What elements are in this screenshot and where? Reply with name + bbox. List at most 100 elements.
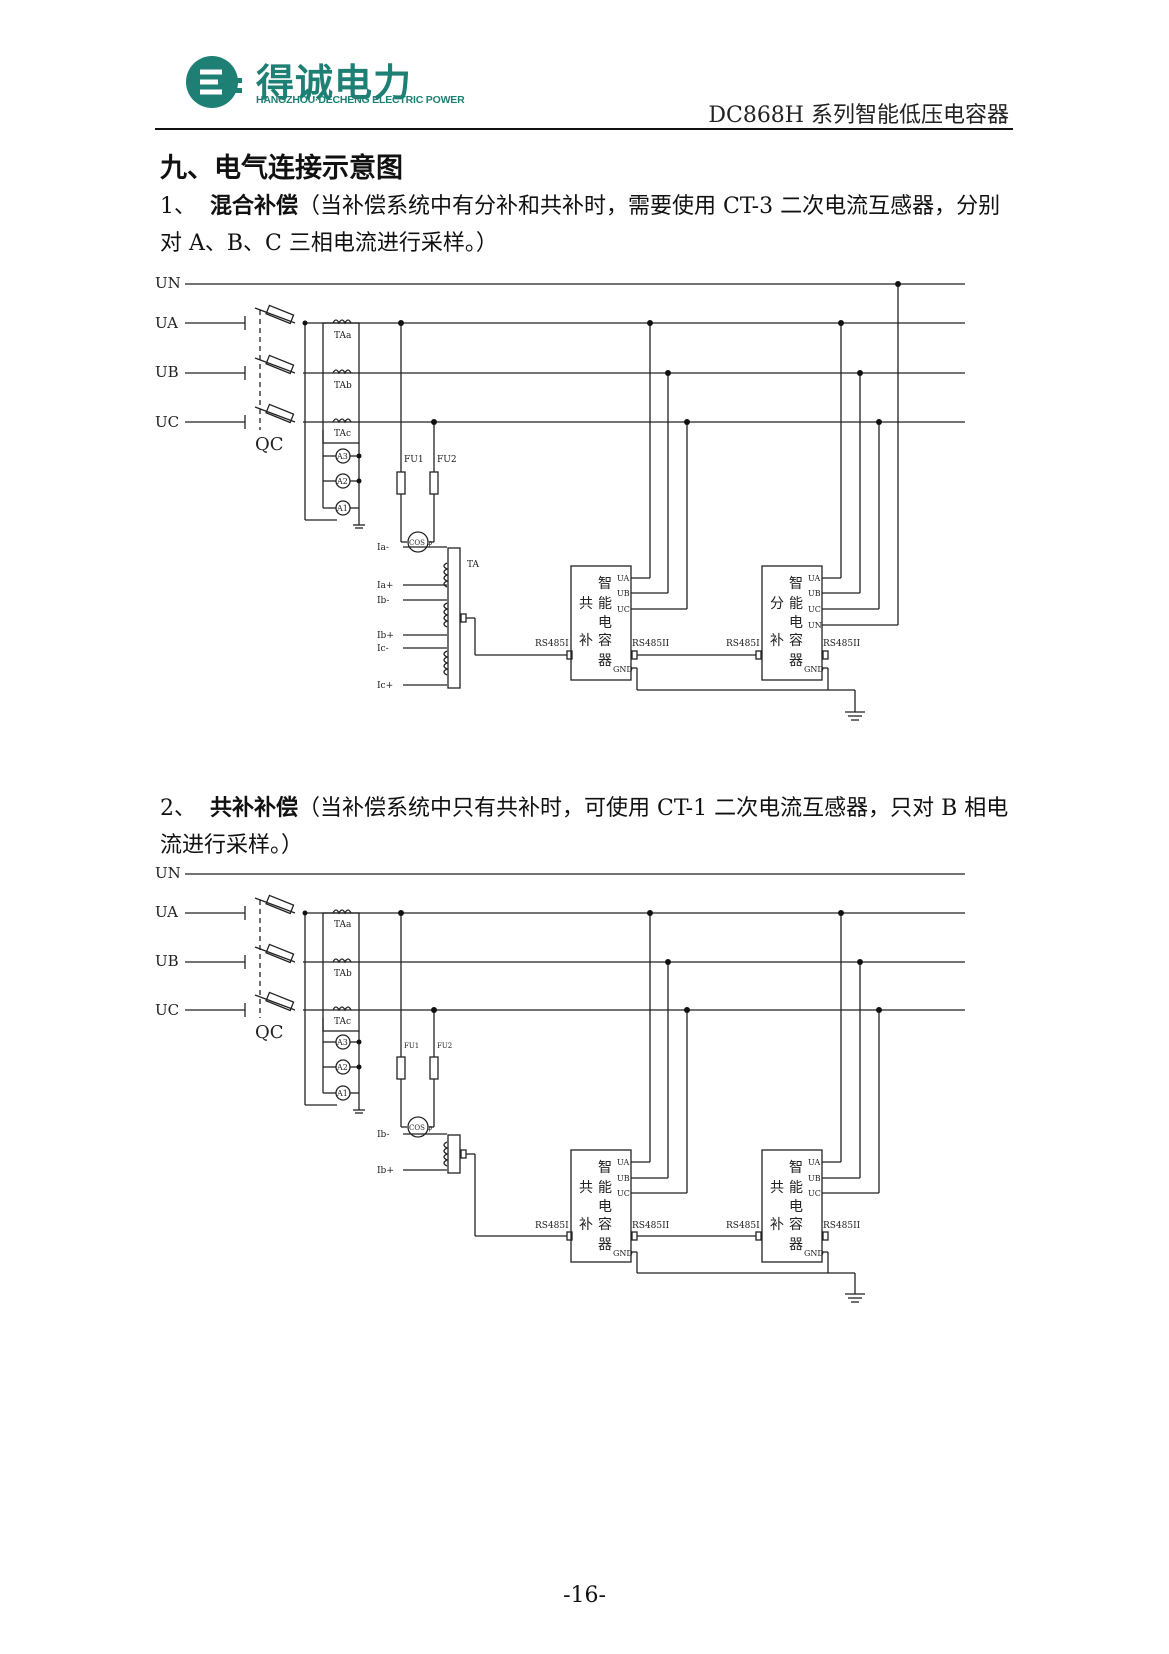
label-gnd-2: GND <box>804 665 824 674</box>
device2-char: 补 <box>770 633 784 649</box>
term-ub-2: UB <box>808 589 821 598</box>
label-ib-minus: Ib- <box>377 1130 389 1140</box>
device1-char: 容 <box>598 1216 612 1233</box>
label-a1: A1 <box>336 504 348 513</box>
section-title: 九、电气连接示意图 <box>160 153 403 184</box>
device2-char: 电 <box>789 1199 803 1215</box>
label-rs485ii-2: RS485II <box>823 639 861 649</box>
device1-char: 智 <box>598 1160 612 1176</box>
term-ua-1: UA <box>617 1158 629 1167</box>
paragraph-number: 2、 <box>160 796 196 821</box>
paragraph-number: 1、 <box>160 194 196 219</box>
term-un-2: UN <box>808 621 822 630</box>
paragraph-text: （当补偿系统中只有共补时，可使用 CT-1 二次电流互感器，只对 B 相电流进行… <box>160 796 1009 858</box>
device2-char: 容 <box>789 1216 803 1233</box>
label-rs485ii-1: RS485II <box>632 639 670 649</box>
device1-char: 共 <box>579 596 593 612</box>
device1-char: 电 <box>598 1199 612 1215</box>
device2-char: 分 <box>770 596 784 612</box>
term-ub-1: UB <box>617 1174 630 1183</box>
label-uc: UC <box>155 413 179 431</box>
label-ua: UA <box>155 903 178 921</box>
device1-char: 智 <box>598 576 612 592</box>
label-tac: TAc <box>334 1017 351 1027</box>
label-qc: QC <box>255 1022 284 1043</box>
term-ua-1: UA <box>617 574 629 583</box>
term-uc-1: UC <box>617 1189 630 1198</box>
term-ua-2: UA <box>808 1158 820 1167</box>
logo-english-name: HANGZHOU·DECHENG ELECTRIC POWER <box>256 94 465 106</box>
device2-char: 补 <box>770 1217 784 1233</box>
label-ic-plus: Ic+ <box>377 681 393 691</box>
paragraph-shared-compensation: 2、共补补偿（当补偿系统中只有共补时，可使用 CT-1 二次电流互感器，只对 B… <box>160 790 1020 864</box>
device1-char: 器 <box>598 653 612 669</box>
paragraph-mixed-compensation: 1、混合补偿（当补偿系统中有分补和共补时，需要使用 CT-3 二次电流互感器，分… <box>160 188 1020 262</box>
device1-char: 补 <box>579 633 593 649</box>
label-rs485ii-1: RS485II <box>632 1221 670 1231</box>
label-fu2: FU2 <box>437 455 457 465</box>
term-ub-2: UB <box>808 1174 821 1183</box>
label-a3: A3 <box>336 452 348 461</box>
label-a2: A2 <box>336 1063 348 1072</box>
term-uc-2: UC <box>808 605 821 614</box>
label-un: UN <box>155 274 181 292</box>
label-gnd-1: GND <box>613 665 633 674</box>
label-ib-minus: Ib- <box>377 596 389 606</box>
label-ua: UA <box>155 314 178 332</box>
label-rs485i-2: RS485I <box>726 1221 760 1231</box>
device2-char: 能 <box>789 1180 803 1196</box>
label-tab: TAb <box>334 969 352 979</box>
label-ia-minus: Ia- <box>377 543 389 553</box>
label-fu1: FU1 <box>404 455 424 465</box>
device2-char: 容 <box>789 632 803 649</box>
logo-mark-icon <box>186 56 242 108</box>
label-ib-plus: Ib+ <box>377 1166 394 1176</box>
paragraph-heading: 共补补偿 <box>210 796 299 821</box>
label-tac: TAc <box>334 429 351 439</box>
label-fu2: FU2 <box>437 1042 452 1050</box>
device1-char: 能 <box>598 1180 612 1196</box>
label-ib-plus: Ib+ <box>377 631 394 641</box>
wiring-diagram-mixed: UN UA UB UC QC TAa TAb TAc A3 A2 A1 FU1 … <box>155 274 965 721</box>
label-taa: TAa <box>334 920 352 930</box>
label-a3: A3 <box>336 1038 348 1047</box>
label-fu1: FU1 <box>404 1042 419 1050</box>
device2-char: 器 <box>789 653 803 669</box>
company-logo <box>182 52 442 114</box>
label-ub: UB <box>155 952 179 970</box>
label-ia-plus: Ia+ <box>377 581 393 591</box>
device2-char: 智 <box>789 576 803 592</box>
label-un: UN <box>155 864 181 882</box>
label-ic-minus: Ic- <box>377 644 389 654</box>
device2-char: 能 <box>789 596 803 612</box>
label-rs485i-2: RS485I <box>726 639 760 649</box>
term-uc-2: UC <box>808 1189 821 1198</box>
device2-char: 电 <box>789 615 803 631</box>
header-divider <box>155 128 1013 130</box>
label-a2: A2 <box>336 477 348 486</box>
paragraph-heading: 混合补偿 <box>210 194 299 219</box>
label-gnd-2: GND <box>804 1249 824 1258</box>
label-rs485i-1: RS485I <box>535 1221 569 1231</box>
label-a1: A1 <box>336 1089 348 1098</box>
term-uc-1: UC <box>617 605 630 614</box>
term-ub-1: UB <box>617 589 630 598</box>
page-number: -16- <box>563 1583 606 1608</box>
label-cos: COS φ <box>409 539 432 547</box>
label-ub: UB <box>155 363 179 381</box>
label-rs485ii-2: RS485II <box>823 1221 861 1231</box>
device1-char: 电 <box>598 615 612 631</box>
wiring-diagram-shared: UN UA UB UC QC TAa TAb TAc A3 A2 A1 FU1 … <box>155 864 965 1303</box>
term-ua-2: UA <box>808 574 820 583</box>
label-qc: QC <box>255 434 284 455</box>
device2-char: 智 <box>789 1160 803 1176</box>
device1-char: 补 <box>579 1217 593 1233</box>
label-rs485i-1: RS485I <box>535 639 569 649</box>
device1-char: 能 <box>598 596 612 612</box>
label-uc: UC <box>155 1001 179 1019</box>
logo-chinese-name: 得诚电力 <box>256 61 413 105</box>
device2-char: 器 <box>789 1237 803 1253</box>
label-gnd-1: GND <box>613 1249 633 1258</box>
device1-char: 器 <box>598 1237 612 1253</box>
device2-char: 共 <box>770 1180 784 1196</box>
